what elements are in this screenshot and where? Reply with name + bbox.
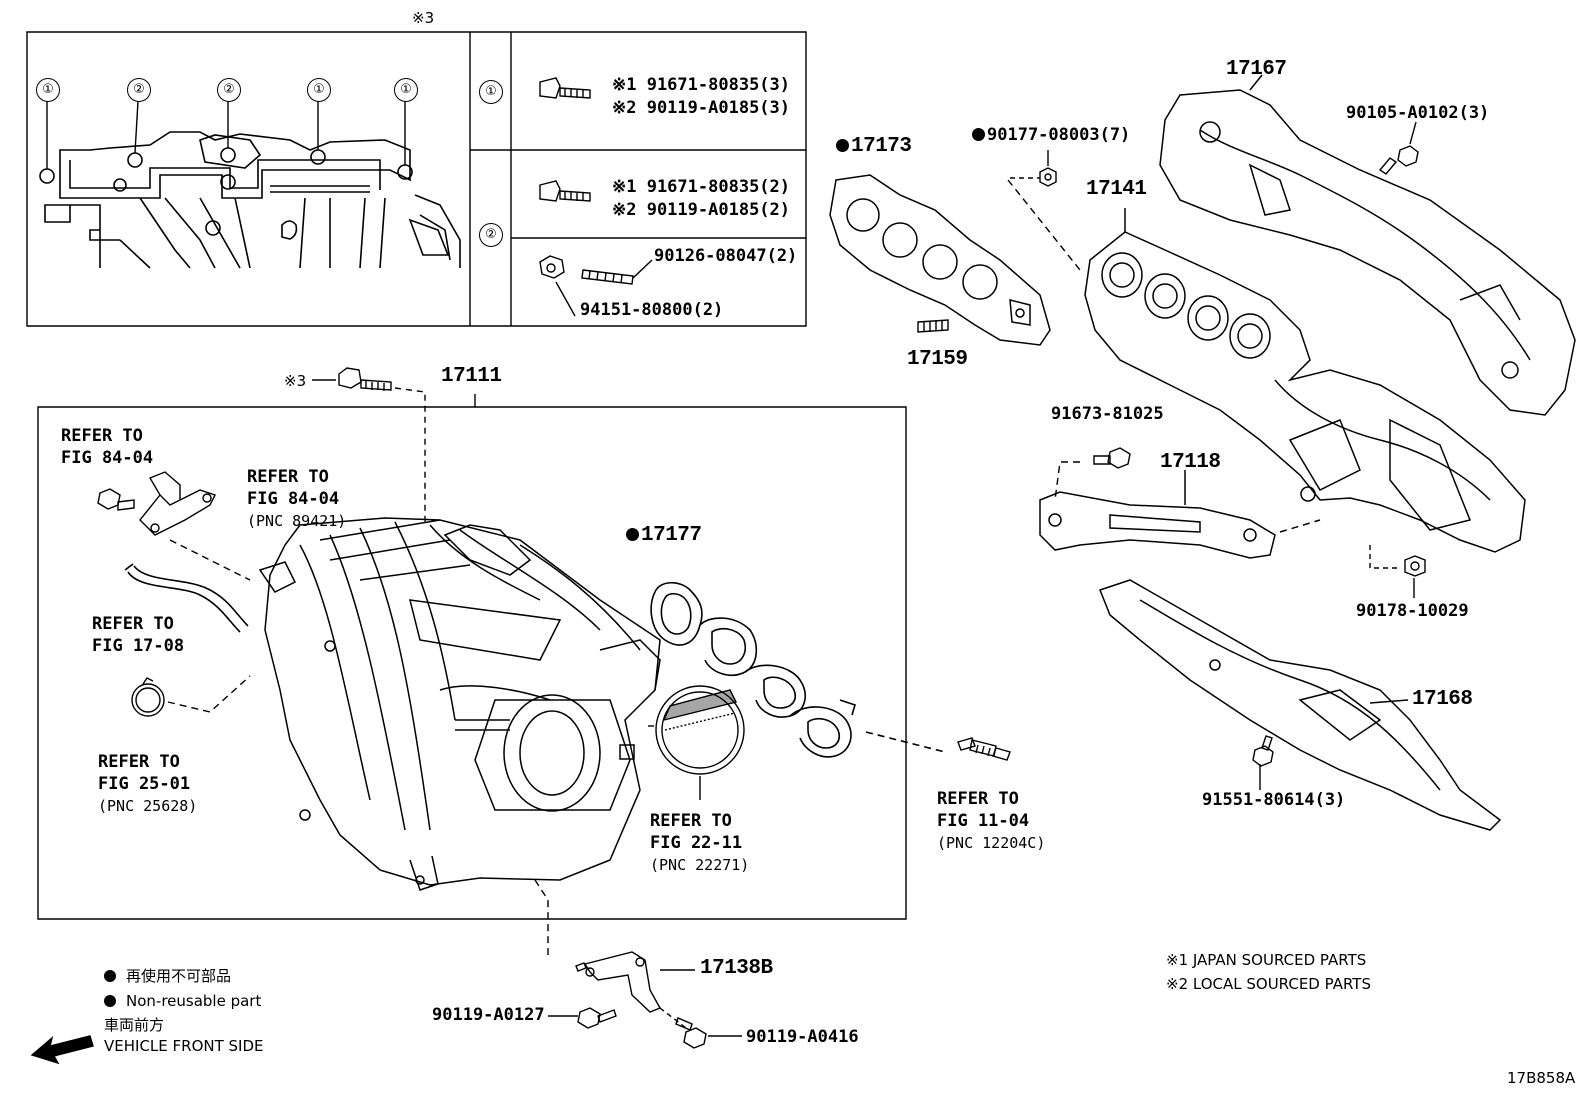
inset-row1-marker: ① <box>479 80 503 104</box>
inset-row2-stud: 90126-08047(2) <box>654 246 798 266</box>
inset-flange-drawing <box>40 132 460 268</box>
exhaust-manifold <box>1085 208 1525 552</box>
part-90177: 90177-08003(7) <box>972 125 1130 145</box>
hose-17-08 <box>125 564 248 632</box>
part-17111: 17111 <box>441 365 502 388</box>
intake-manifold-gasket <box>651 583 945 757</box>
note-local-sourced: ※2 LOCAL SOURCED PARTS <box>1166 975 1371 993</box>
legend-nonreusable-jp: 再使用不可部品 <box>104 966 231 986</box>
inset-callout-3: ② <box>217 78 241 102</box>
legend-front-jp: 車両前方 <box>104 1016 165 1034</box>
heat-insulator-lower <box>1100 580 1500 830</box>
note-japan-sourced: ※1 JAPAN SOURCED PARTS <box>1166 951 1367 969</box>
bracket-17138b <box>576 952 695 1012</box>
part-90119-a0416: 90119-A0416 <box>746 1027 859 1047</box>
part-17118: 17118 <box>1160 451 1221 474</box>
inset-row1-line1: ※1 91671-80835(3) <box>612 75 791 95</box>
manifold-group-box <box>38 407 906 919</box>
legend-nonreusable-en: Non-reusable part <box>104 991 261 1011</box>
sensor-bracket <box>98 472 250 580</box>
bracket-17118 <box>1040 470 1320 558</box>
legend-front-en: VEHICLE FRONT SIDE <box>104 1037 264 1055</box>
part-17159: 17159 <box>907 348 968 371</box>
inset-box <box>27 32 806 326</box>
sensor-12204c <box>958 738 1010 760</box>
bolt-91551 <box>1253 736 1273 790</box>
part-17167: 17167 <box>1226 58 1287 81</box>
part-90105: 90105-A0102(3) <box>1346 103 1490 123</box>
part-17173: 17173 <box>836 136 912 157</box>
front-arrow <box>32 1036 93 1063</box>
stud-17159 <box>918 320 948 332</box>
nut-90178 <box>1370 545 1425 598</box>
bolt-90105 <box>1380 122 1418 174</box>
part-90119-a0127: 90119-A0127 <box>432 1005 545 1025</box>
part-17138b: 17138B <box>700 957 773 980</box>
inset-row2-line1: ※1 91671-80835(2) <box>612 177 791 197</box>
throttle-body-gasket <box>648 686 744 800</box>
inset-callout-2: ② <box>127 78 151 102</box>
inset-callout-1: ① <box>36 78 60 102</box>
nut-90177 <box>1008 150 1080 270</box>
mark3-label: ※3 <box>284 372 307 390</box>
part-17168: 17168 <box>1412 688 1473 711</box>
exhaust-manifold-gasket <box>830 175 1050 345</box>
clamp-25628 <box>132 676 250 716</box>
inset-callout-leaders <box>47 101 405 169</box>
inset-bolts <box>540 78 652 316</box>
bolt-90119-a0416 <box>660 1008 742 1048</box>
intake-manifold <box>260 518 660 890</box>
heat-insulator-upper <box>1160 75 1575 415</box>
inset-row2-marker: ② <box>479 223 503 247</box>
part-91673: 91673-81025 <box>1051 404 1164 424</box>
part-17141: 17141 <box>1086 178 1147 201</box>
inset-mark: ※3 <box>412 9 435 27</box>
part-90178: 90178-10029 <box>1356 601 1469 621</box>
bolt-90119-a0127 <box>548 1008 616 1028</box>
mark3-bolt <box>312 368 425 525</box>
figure-id: 17B858A <box>1507 1069 1576 1087</box>
leader-17138b <box>535 880 548 955</box>
part-17177: 17177 <box>626 525 702 546</box>
inset-callout-5: ① <box>394 78 418 102</box>
inset-callout-4: ① <box>307 78 331 102</box>
bolt-91673 <box>1055 448 1130 500</box>
part-91551: 91551-80614(3) <box>1202 790 1346 810</box>
inset-row2-line2: ※2 90119-A0185(2) <box>612 200 791 220</box>
inset-row2-nut: 94151-80800(2) <box>580 300 724 320</box>
inset-row1-line2: ※2 90119-A0185(3) <box>612 98 791 118</box>
